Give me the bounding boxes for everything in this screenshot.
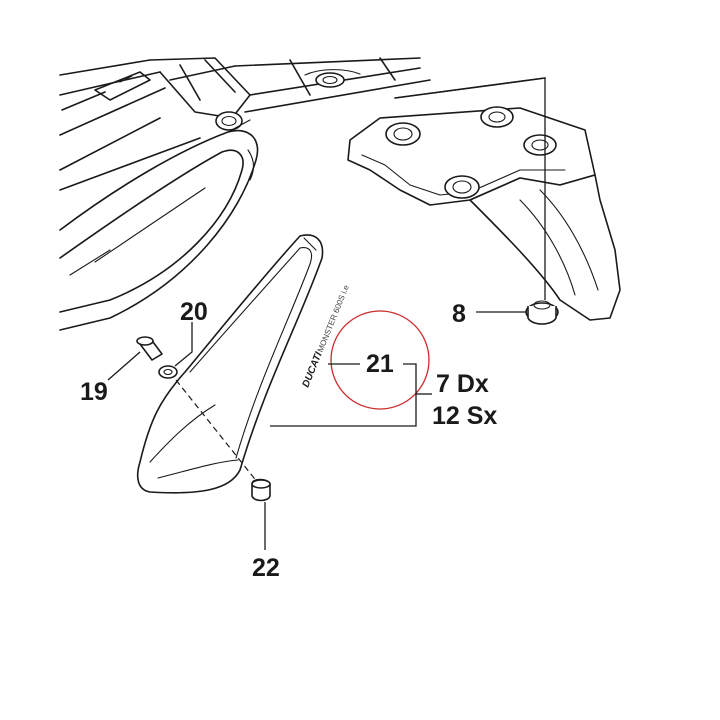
assembly-axis (175, 379, 263, 489)
bracket-bolt (444, 175, 480, 199)
bracket-bolt (523, 134, 557, 156)
leader-line-19 (107, 351, 141, 381)
callout-8: 8 (452, 300, 466, 328)
decal-brand: DUCATI (301, 350, 325, 389)
callout-19: 19 (80, 378, 108, 406)
callout-20: 20 (180, 298, 208, 326)
leader-line-8 (394, 77, 546, 300)
rear-frame (59, 57, 431, 331)
side-cover-panel (136, 234, 324, 494)
license-plate-bracket (347, 77, 621, 321)
washer-icon (158, 365, 178, 379)
callout-22: 22 (252, 554, 280, 582)
bracket-bolt (480, 106, 514, 128)
callout-21: 21 (366, 350, 394, 378)
panel-decal: DUCATI MONSTER 600S i.e (301, 283, 352, 389)
grommet-icon (251, 478, 271, 502)
leader-line-20 (174, 322, 193, 367)
leader-line-21-bracket (270, 363, 417, 427)
screw-icon (136, 336, 163, 361)
nut-icon (525, 300, 559, 325)
callout-12sx: 12 Sx (432, 402, 497, 430)
bracket-bolt (385, 122, 421, 146)
callout-7dx: 7 Dx (436, 370, 489, 398)
red-circle-highlight (330, 310, 430, 410)
